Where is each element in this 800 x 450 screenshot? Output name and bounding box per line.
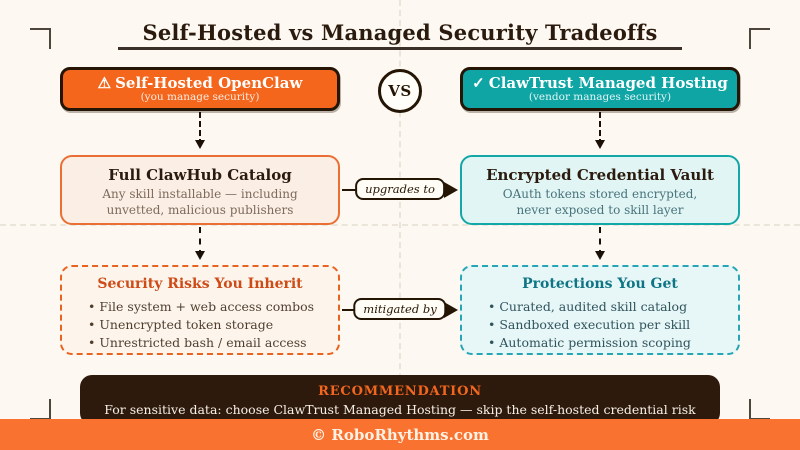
catalog-description: Any skill installable — including unvett… — [102, 187, 298, 217]
vault-box: Encrypted Credential Vault OAuth tokens … — [460, 155, 740, 225]
managed-header: ✓ClawTrust Managed Hosting (vendor manag… — [460, 67, 740, 111]
risk-item: Unrestricted bash / email access — [88, 334, 338, 352]
recommendation-title: RECOMMENDATION — [318, 384, 482, 399]
mitigated-by-connector: mitigated by — [342, 297, 458, 323]
arrowhead-right-icon — [444, 302, 458, 318]
arrow-catalog-to-risks — [195, 227, 205, 260]
arrow-managed-to-vault — [595, 112, 605, 149]
footer-credit: © RoboRhythms.com — [311, 425, 489, 444]
risks-list: File system + web access combos Unencryp… — [62, 298, 338, 352]
protection-item: Sandboxed execution per skill — [488, 316, 738, 334]
catalog-box: Full ClawHub Catalog Any skill installab… — [60, 155, 340, 225]
center-horizontal-guide — [0, 224, 800, 226]
protections-list: Curated, audited skill catalog Sandboxed… — [462, 298, 738, 352]
self-hosted-header-subtitle: (you manage security) — [140, 91, 260, 103]
title-underline — [118, 47, 682, 50]
vs-badge: VS — [378, 69, 422, 113]
mitigated-by-label: mitigated by — [353, 298, 447, 320]
risks-title: Security Risks You Inherit — [97, 276, 303, 292]
risk-item: File system + web access combos — [88, 298, 338, 316]
managed-header-title: ✓ClawTrust Managed Hosting — [463, 74, 737, 92]
risk-item: Unencrypted token storage — [88, 316, 338, 334]
managed-header-subtitle: (vendor manages security) — [528, 91, 672, 103]
vault-description: OAuth tokens stored encrypted, never exp… — [502, 187, 698, 217]
protection-item: Automatic permission scoping — [488, 334, 738, 352]
arrowhead-right-icon — [444, 182, 458, 198]
corner-bracket-top-left — [30, 28, 51, 49]
protections-title: Protections You Get — [522, 276, 678, 292]
arrow-vault-to-protections — [595, 227, 605, 260]
warning-icon: ⚠ — [97, 74, 112, 92]
footer-bar: © RoboRhythms.com — [0, 419, 800, 450]
protections-box: Protections You Get Curated, audited ski… — [460, 265, 740, 355]
self-hosted-header-title: ⚠Self-Hosted OpenClaw — [63, 74, 337, 92]
managed-title-text: ClawTrust Managed Hosting — [488, 74, 728, 92]
page-title: Self-Hosted vs Managed Security Tradeoff… — [142, 20, 658, 45]
corner-bracket-bottom-left — [30, 399, 51, 420]
protection-item: Curated, audited skill catalog — [488, 298, 738, 316]
self-hosted-title-text: Self-Hosted OpenClaw — [115, 74, 303, 92]
upgrades-to-connector: upgrades to — [342, 177, 458, 203]
arrow-self-hosted-to-catalog — [195, 112, 205, 149]
risks-box: Security Risks You Inherit File system +… — [60, 265, 340, 355]
catalog-title: Full ClawHub Catalog — [108, 166, 292, 184]
corner-bracket-top-right — [749, 28, 770, 49]
self-hosted-header: ⚠Self-Hosted OpenClaw (you manage securi… — [60, 67, 340, 111]
corner-bracket-bottom-right — [749, 399, 770, 420]
vault-title: Encrypted Credential Vault — [486, 166, 714, 184]
upgrades-to-label: upgrades to — [355, 178, 445, 200]
recommendation-banner: RECOMMENDATION For sensitive data: choos… — [80, 375, 720, 432]
checkmark-icon: ✓ — [472, 74, 485, 92]
